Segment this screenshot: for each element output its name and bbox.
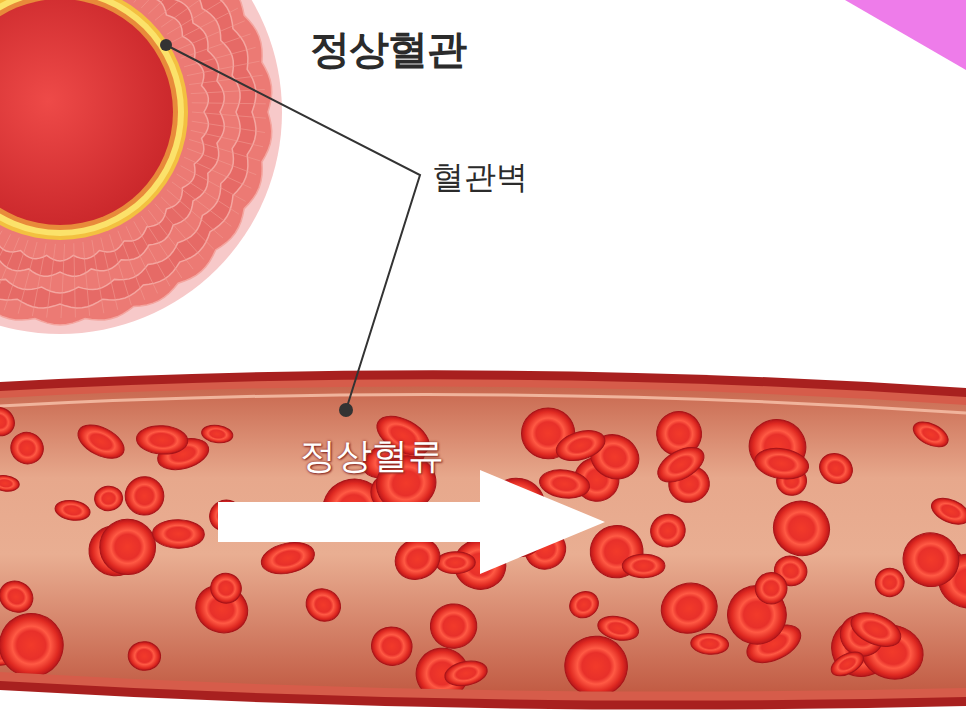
- flow-label: 정상혈류: [300, 432, 444, 481]
- vessel-cross-section: [0, 0, 282, 334]
- wall-label: 혈관벽: [432, 156, 528, 200]
- flow-arrow: [218, 470, 605, 574]
- vessel-longitudinal: [0, 370, 966, 709]
- diagram-title: 정상혈관: [310, 22, 466, 77]
- corner-triangle: [845, 0, 966, 70]
- leader-line: [160, 39, 420, 417]
